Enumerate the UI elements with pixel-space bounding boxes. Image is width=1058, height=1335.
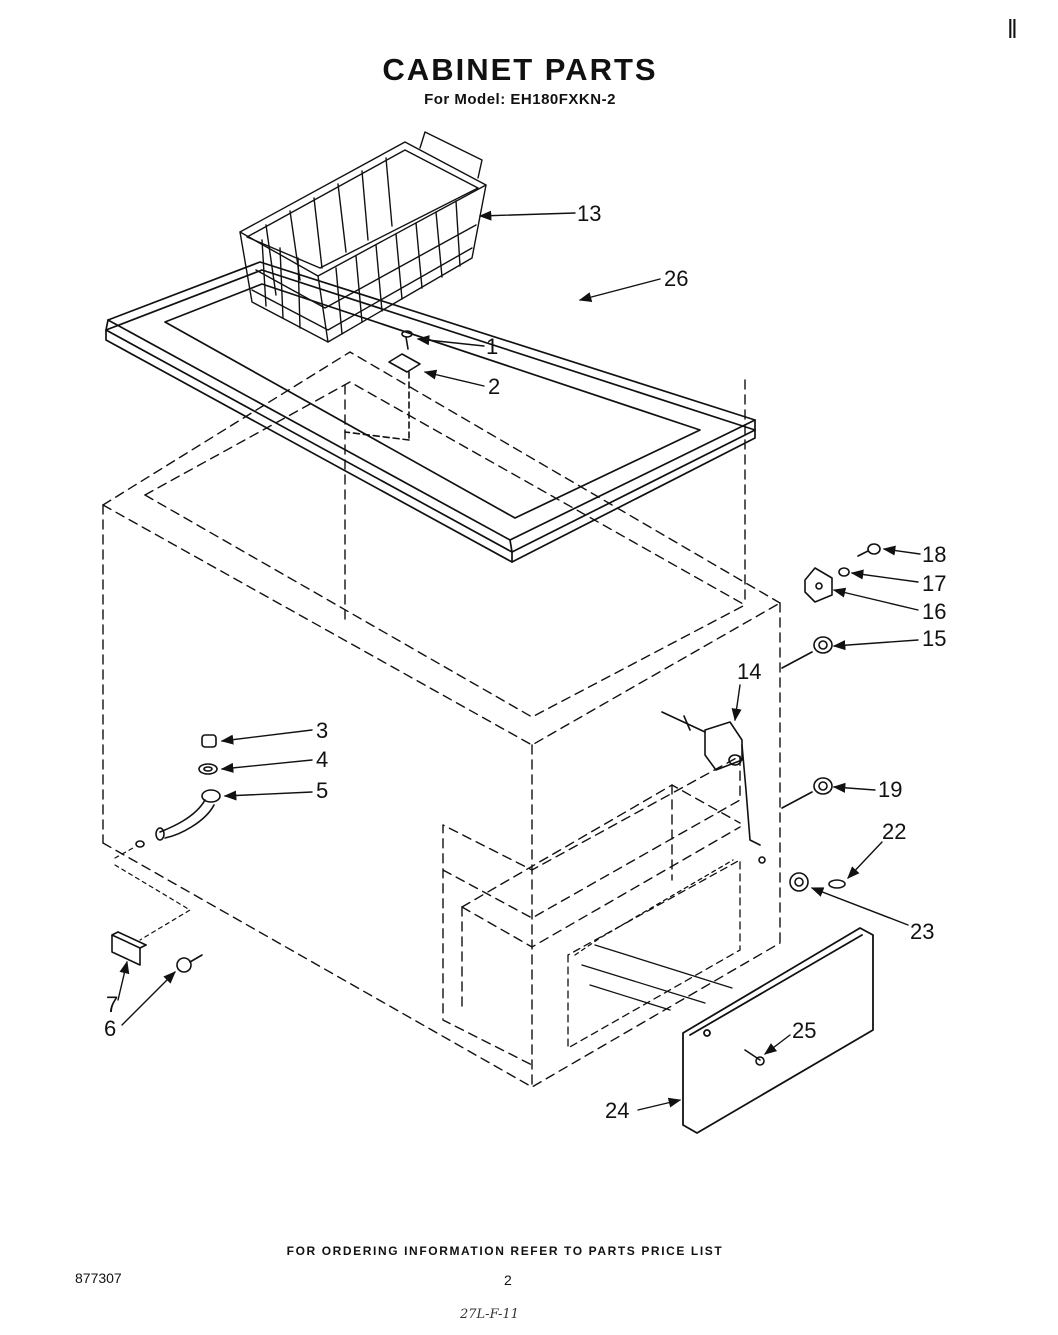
- callout-19: 19: [878, 777, 902, 802]
- page-title: CABINET PARTS: [382, 52, 658, 87]
- callout-6: 6: [104, 1016, 116, 1041]
- access-panel-part-24: [682, 927, 874, 1134]
- callout-18: 18: [922, 542, 946, 567]
- page-number: 2: [504, 1272, 512, 1288]
- handwritten-note: 27L-F-11: [460, 1307, 519, 1322]
- grommet-part-19: [813, 777, 833, 795]
- callout-3: 3: [316, 718, 328, 743]
- screw-part-22: [828, 879, 846, 889]
- screw-part-1: [401, 330, 413, 350]
- callout-labels: 13 26 1 2 3 4 5 7 6 18 17 16 15 14 19 22…: [104, 201, 946, 1123]
- washer-part-4: [198, 763, 218, 775]
- cabinet-body: [102, 351, 781, 1088]
- plug-part-3: [201, 734, 217, 748]
- callout-15: 15: [922, 626, 946, 651]
- screw-part-6: [176, 954, 203, 973]
- callout-7: 7: [106, 992, 118, 1017]
- callout-13: 13: [577, 201, 601, 226]
- catalog-number: 877307: [75, 1270, 122, 1286]
- drain-guide-line: [114, 847, 191, 941]
- screw-part-25: [744, 1049, 765, 1066]
- basket: [239, 131, 487, 343]
- ordering-note: FOR ORDERING INFORMATION REFER TO PARTS …: [286, 1244, 724, 1258]
- top-frame: [105, 261, 756, 563]
- callout-26: 26: [664, 266, 688, 291]
- bracket-part-16: [804, 567, 833, 603]
- model-subtitle: For Model: EH180FXKN-2: [424, 91, 616, 108]
- callout-16: 16: [922, 599, 946, 624]
- callout-22: 22: [882, 819, 906, 844]
- callout-5: 5: [316, 778, 328, 803]
- callout-1: 1: [486, 334, 498, 359]
- callout-25: 25: [792, 1018, 816, 1043]
- washer-part-17: [838, 567, 850, 577]
- callout-2: 2: [488, 374, 500, 399]
- compressor-grille: [567, 859, 741, 1049]
- nut-part-23: [758, 856, 809, 892]
- callout-17: 17: [922, 571, 946, 596]
- grommet-part-15: [813, 636, 833, 654]
- clip-part-7: [111, 931, 147, 966]
- screw-part-18: [857, 543, 881, 557]
- corner-mark: ‖: [1007, 14, 1018, 44]
- callout-24: 24: [605, 1098, 629, 1123]
- callout-14: 14: [737, 659, 761, 684]
- drain-tube-part-5: [135, 789, 221, 848]
- switch-part-14: [661, 711, 761, 846]
- leader-lines: [117, 210, 921, 1111]
- bracket-part-2: [344, 353, 421, 441]
- callout-4: 4: [316, 747, 328, 772]
- callout-23: 23: [910, 919, 934, 944]
